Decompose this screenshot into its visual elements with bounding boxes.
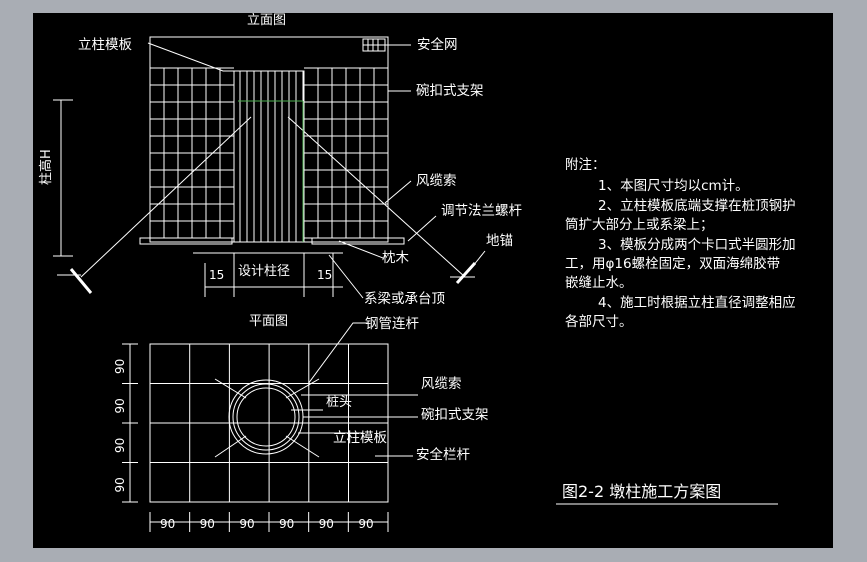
plan-bottom-dim-3: 90	[279, 517, 294, 531]
label-column-height: 柱高H	[38, 149, 54, 185]
note-line-1: 1、本图尺寸均以cm计。	[598, 178, 749, 194]
right-sleeper	[311, 237, 405, 245]
formwork-outer-circle	[228, 379, 304, 455]
plan-bottom-dim-5: 90	[358, 517, 373, 531]
note-line-2: 2、立柱模板底端支撑在桩顶钢护	[598, 198, 796, 214]
dim-design-diameter: 设计柱径	[238, 264, 290, 279]
elevation-title: 立面图	[247, 13, 286, 28]
label-safety-rail: 安全栏杆	[416, 446, 470, 463]
right-scaffold-grid	[304, 67, 388, 239]
label-pile-head: 桩头	[326, 395, 352, 410]
label-bowl-scaffold: 碗扣式支架	[416, 83, 484, 99]
notes-heading: 附注：	[565, 157, 606, 173]
note-line-5: 工，用φ16螺栓固定，双面海绵胶带	[565, 255, 780, 272]
dim-right-gap: 15	[317, 268, 332, 282]
label-plan-column-formwork: 立柱模板	[333, 430, 387, 446]
column-formwork	[233, 70, 305, 243]
drawing-canvas: 立面图 立柱模板 安全网 碗扣式支架 风缆索 调节法兰螺杆 地锚 枕木 系梁或承…	[38, 13, 796, 532]
plan-left-dim-3: 90	[113, 477, 127, 492]
plan-left-dim-2: 90	[113, 438, 127, 453]
column-formwork-bars	[239, 71, 304, 242]
dim-left-gap: 15	[209, 268, 224, 282]
plan-left-dim-0: 90	[113, 359, 127, 374]
plan-bottom-dim-0: 90	[160, 517, 175, 531]
label-turnbuckle: 调节法兰螺杆	[441, 203, 522, 219]
label-plan-guy-cable: 风缆索	[421, 376, 462, 392]
right-ground-anchor	[455, 261, 477, 285]
plan-bottom-dim-1: 90	[200, 517, 215, 531]
label-guy-cable: 风缆索	[416, 173, 457, 189]
label-sleeper: 枕木	[382, 250, 409, 266]
figure-caption: 图2-2 墩柱施工方案图	[562, 482, 721, 501]
plan-bottom-dim-4: 90	[319, 517, 334, 531]
note-line-7: 4、施工时根据立柱直径调整相应	[598, 294, 796, 311]
note-line-4: 3、模板分成两个卡口式半圆形加	[598, 237, 796, 253]
plan-bottom-dim-2: 90	[239, 517, 254, 531]
label-ground-anchor: 地锚	[486, 233, 513, 249]
label-column-formwork: 立柱模板	[78, 37, 132, 53]
plan-title: 平面图	[249, 314, 288, 329]
label-safety-net: 安全网	[417, 36, 458, 53]
label-plan-bowl-scaffold: 碗扣式支架	[421, 407, 489, 423]
label-pile-cap: 系梁或承台顶	[364, 291, 445, 307]
note-line-3: 筒扩大部分上或系梁上；	[565, 216, 714, 233]
left-ground-anchor	[69, 268, 93, 294]
right-guy-cable	[287, 116, 466, 278]
left-scaffold-grid	[150, 67, 234, 239]
cad-viewport: 立面图 立柱模板 安全网 碗扣式支架 风缆索 调节法兰螺杆 地锚 枕木 系梁或承…	[33, 13, 833, 548]
label-steel-pipe-link: 钢管连杆	[365, 316, 419, 332]
note-line-8: 各部尺寸。	[565, 314, 633, 330]
formwork-inner-circle	[232, 383, 300, 451]
left-sleeper	[139, 237, 233, 245]
left-guy-cable	[80, 116, 252, 278]
note-line-6: 嵌缝止水。	[565, 275, 633, 291]
plan-left-dim-1: 90	[113, 398, 127, 413]
pile-head-circle	[236, 387, 296, 447]
plan-scaffold-grid	[150, 344, 388, 502]
